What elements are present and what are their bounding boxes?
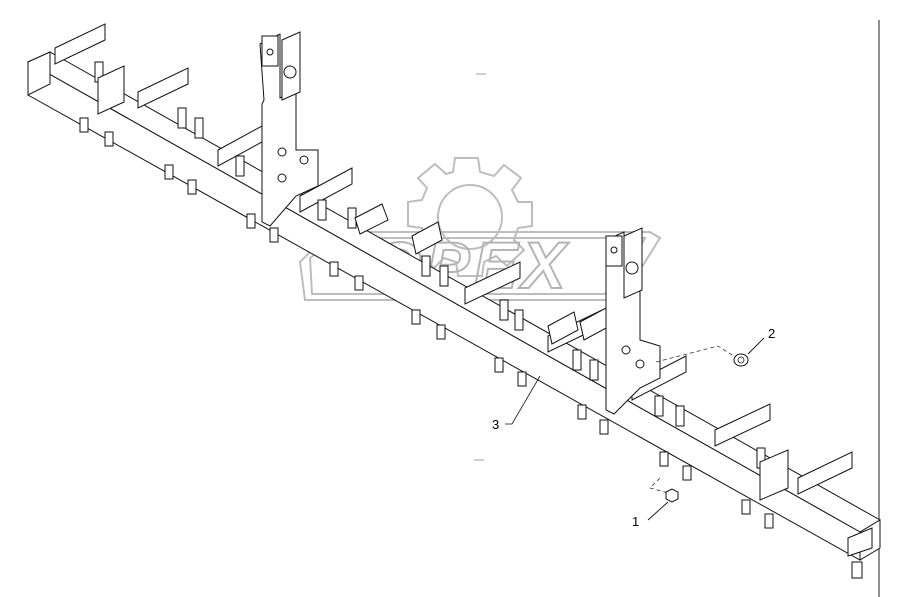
callout-1: 1: [632, 514, 639, 529]
part-2-washer: [655, 337, 765, 367]
callout-2: 2: [768, 326, 775, 341]
main-beam: [26, 51, 881, 561]
lower-tabs: [79, 117, 863, 579]
right-tall-mount: [605, 227, 661, 415]
left-tall-mount: [259, 31, 319, 227]
part-1-nut: [647, 477, 679, 521]
part-3-leader: [505, 375, 541, 425]
callout-3: 3: [492, 417, 499, 432]
